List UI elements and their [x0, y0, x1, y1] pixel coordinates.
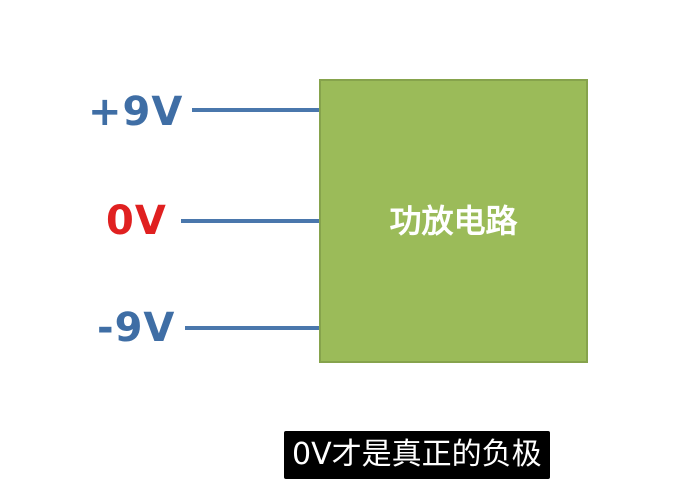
rail-label-plus-9v: +9V	[88, 89, 184, 135]
rail-label-0v: 0V	[106, 198, 167, 244]
wire-minus-9v	[185, 326, 319, 330]
amplifier-circuit-block: 功放电路	[319, 79, 588, 363]
subtitle-caption: 0V才是真正的负极	[284, 431, 550, 479]
wire-plus-9v	[192, 108, 319, 112]
amplifier-circuit-label: 功放电路	[389, 202, 518, 240]
wire-0v	[181, 219, 319, 223]
rail-label-minus-9v: -9V	[97, 305, 176, 351]
